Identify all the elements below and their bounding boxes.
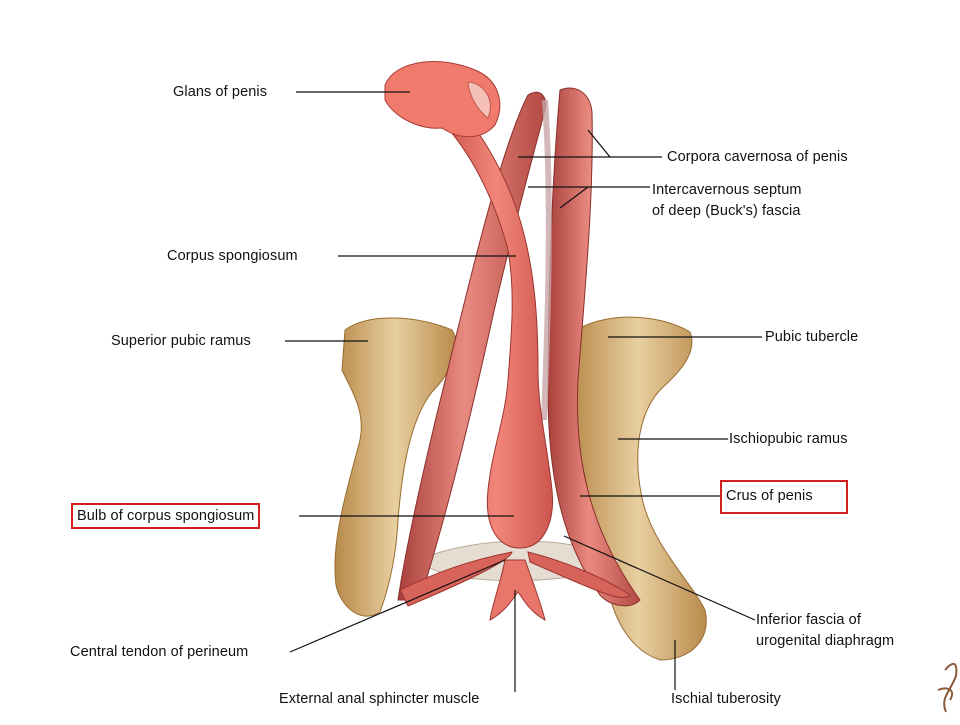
label-septum-line1: Intercavernous septum xyxy=(652,182,802,198)
septum-sheen xyxy=(541,99,552,421)
right-transverse-perineal-muscle xyxy=(527,551,631,599)
right-pubic-bone xyxy=(570,316,707,661)
label-septum-line2: of deep (Buck's) fascia xyxy=(652,203,801,219)
glans xyxy=(384,61,501,138)
external-anal-sphincter xyxy=(489,559,546,621)
label-corpus-spongiosum: Corpus spongiosum xyxy=(167,248,298,264)
left-pubic-bone xyxy=(334,317,457,617)
leader-lines xyxy=(285,91,762,692)
artist-signature-mark xyxy=(937,663,958,713)
label-ischiopubic-ramus: Ischiopubic ramus xyxy=(729,431,848,447)
glans-opening xyxy=(467,81,491,119)
corpus-spongiosum-shaft xyxy=(439,104,554,549)
label-pubic-tubercle: Pubic tubercle xyxy=(765,329,859,345)
label-crus-of-penis: Crus of penis xyxy=(720,480,848,514)
label-corpora-cavernosa: Corpora cavernosa of penis xyxy=(667,149,848,165)
label-glans-of-penis: Glans of penis xyxy=(173,84,268,100)
label-bulb-of-corpus-spongiosum: Bulb of corpus spongiosum xyxy=(71,503,261,529)
label-superior-pubic-ramus: Superior pubic ramus xyxy=(111,333,251,349)
label-external-anal-sphincter: External anal sphincter muscle xyxy=(279,691,480,707)
label-inferior-fascia-line1: Inferior fascia of xyxy=(756,612,861,628)
label-inferior-fascia-line2: urogenital diaphragm xyxy=(756,633,895,649)
label-ischial-tuberosity: Ischial tuberosity xyxy=(671,691,781,707)
label-central-tendon: Central tendon of perineum xyxy=(70,644,249,660)
